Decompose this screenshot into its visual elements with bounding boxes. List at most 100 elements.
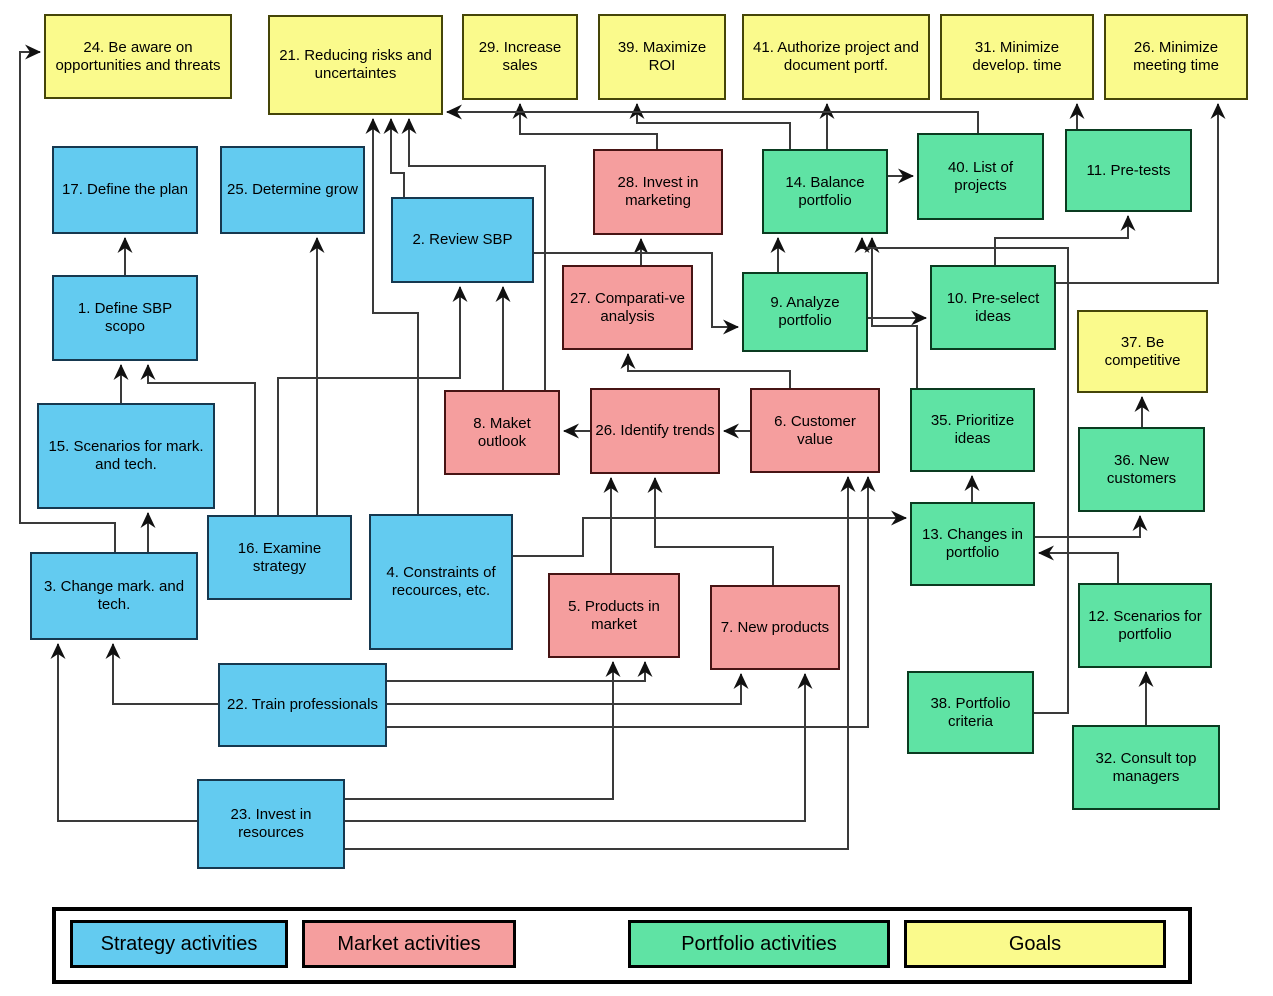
node-n9: 9. Analyze portfolio <box>742 272 868 352</box>
node-n16: 16. Examine strategy <box>207 515 352 600</box>
node-n14: 14. Balance portfolio <box>762 149 888 234</box>
node-label: 27. Comparati-ve analysis <box>569 289 686 325</box>
node-label: 1. Define SBP scopo <box>77 300 173 335</box>
node-label: 40. List of projects <box>947 158 1014 194</box>
node-n5: 5. Products in market <box>548 573 680 658</box>
node-n37: 37. Be competitive <box>1077 310 1208 393</box>
node-n13: 13. Changes in portfolio <box>910 502 1035 586</box>
node-label: 11. Pre-tests <box>1086 161 1171 179</box>
edge-n2-n9 <box>534 252 739 335</box>
node-label: 21. Reducing risks and uncertaintes <box>279 47 432 82</box>
node-n3: 3. Change mark. and tech. <box>30 552 198 640</box>
edge-n10-n26m <box>1056 103 1226 284</box>
node-label: 22. Train professionals <box>227 696 378 714</box>
node-label: 9. Analyze portfolio <box>770 294 840 329</box>
node-n41: 41. Authorize project and document portf… <box>742 14 930 100</box>
node-n4: 4. Constraints of recources, etc. <box>369 514 513 650</box>
edge-n12-n13 <box>1038 545 1119 583</box>
node-n28: 28. Invest in marketing <box>593 149 723 235</box>
node-label: 28. Invest in marketing <box>617 174 699 209</box>
edge-n38-n14 <box>854 237 1069 714</box>
edge-n4-n13 <box>513 510 907 557</box>
node-label: 15. Scenarios for mark. and tech. <box>48 438 204 473</box>
edge-n6-n27 <box>620 353 791 388</box>
edge-n40-n21 <box>446 104 979 133</box>
node-label: 37. Be competitive <box>1104 333 1181 369</box>
node-n25: 25. Determine grow <box>220 146 365 234</box>
node-n22: 22. Train professionals <box>218 663 387 747</box>
node-n39: 39. Maximize ROI <box>598 14 726 100</box>
legend-item-label: Portfolio activities <box>681 932 837 955</box>
node-label: 7. New products <box>720 618 830 636</box>
node-label: 32. Consult top managers <box>1095 749 1197 785</box>
node-n2: 2. Review SBP <box>391 197 534 283</box>
node-label: 12. Scenarios for portfolio <box>1088 607 1202 643</box>
edge-n23-n3 <box>50 643 197 822</box>
edge-n14-n39 <box>629 103 791 149</box>
edge-n23-n7 <box>345 673 813 822</box>
node-n17: 17. Define the plan <box>52 146 198 234</box>
node-label: 17. Define the plan <box>62 181 188 199</box>
node-n7: 7. New products <box>710 585 840 670</box>
legend-item-goal: Goals <box>904 920 1166 968</box>
node-n15: 15. Scenarios for mark. and tech. <box>37 403 215 509</box>
edge-n16-n2 <box>277 286 468 515</box>
node-n6: 6. Customer value <box>750 388 880 473</box>
edge-n23-n5 <box>345 661 621 800</box>
node-label: 5. Products in market <box>568 597 660 633</box>
legend-item-portfolio: Portfolio activities <box>628 920 890 968</box>
node-n10: 10. Pre-select ideas <box>930 265 1056 350</box>
edge-n35-n14 <box>864 237 918 388</box>
node-n1: 1. Define SBP scopo <box>52 275 198 361</box>
node-label: 38. Portfolio criteria <box>930 694 1011 730</box>
node-label: 14. Balance portfolio <box>785 173 865 209</box>
node-label: 3. Change mark. and tech. <box>43 578 185 613</box>
node-n38: 38. Portfolio criteria <box>907 671 1034 754</box>
edge-n22-n6 <box>387 476 876 728</box>
node-n11: 11. Pre-tests <box>1065 129 1192 212</box>
edge-n28-n29 <box>512 103 658 149</box>
node-label: 24. Be aware on opportunities and threat… <box>55 38 221 74</box>
node-label: 26. Minimize meeting time <box>1133 39 1219 74</box>
node-label: 25. Determine grow <box>227 181 358 199</box>
node-label: 26. Identify trends <box>595 422 715 440</box>
node-n40: 40. List of projects <box>917 133 1044 220</box>
node-label: 2. Review SBP <box>412 231 513 249</box>
node-n21: 21. Reducing risks and uncertaintes <box>268 15 443 115</box>
node-n8: 8. Maket outlook <box>444 390 560 475</box>
node-n35: 35. Prioritize ideas <box>910 388 1035 472</box>
legend-item-market: Market activities <box>302 920 516 968</box>
edge-n13-n36 <box>1035 515 1148 538</box>
edge-n3-n24 <box>19 44 116 552</box>
node-label: 23. Invest in resources <box>230 806 312 841</box>
edge-n22-n5 <box>387 661 653 682</box>
edge-n4-n21 <box>365 118 419 514</box>
node-label: 36. New customers <box>1106 451 1177 487</box>
node-n26m: 26. Minimize meeting time <box>1104 14 1248 100</box>
node-n26: 26. Identify trends <box>590 388 720 474</box>
node-n36: 36. New customers <box>1078 427 1205 512</box>
edge-n7-n26 <box>647 477 774 585</box>
node-label: 35. Prioritize ideas <box>930 412 1015 447</box>
node-label: 16. Examine strategy <box>237 539 322 575</box>
edge-n22-n3 <box>105 643 218 705</box>
node-n24: 24. Be aware on opportunities and threat… <box>44 14 232 99</box>
legend-item-strategy: Strategy activities <box>70 920 288 968</box>
node-label: 31. Minimize develop. time <box>972 39 1062 74</box>
node-n32: 32. Consult top managers <box>1072 725 1220 810</box>
node-label: 6. Customer value <box>774 412 856 448</box>
edge-n22-n7 <box>387 673 749 705</box>
node-n12: 12. Scenarios for portfolio <box>1078 583 1212 668</box>
legend-item-label: Market activities <box>337 932 481 955</box>
node-n23: 23. Invest in resources <box>197 779 345 869</box>
edge-n2-n21 <box>383 118 405 197</box>
node-label: 39. Maximize ROI <box>617 39 707 74</box>
edge-n23-n6 <box>345 476 856 850</box>
node-n29: 29. Increase sales <box>462 14 578 100</box>
node-label: 13. Changes in portfolio <box>922 526 1023 561</box>
edge-n8-n21 <box>401 118 546 390</box>
node-label: 10. Pre-select ideas <box>946 289 1040 325</box>
node-n27: 27. Comparati-ve analysis <box>562 265 693 350</box>
